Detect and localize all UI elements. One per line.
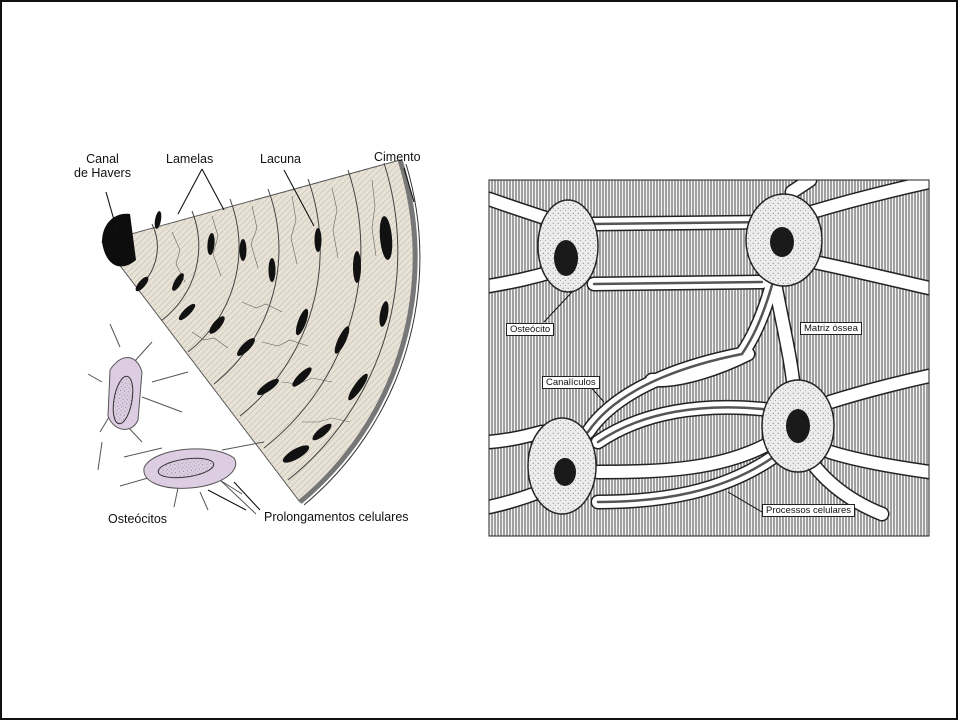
- label-osteocito: Osteócito: [506, 323, 554, 336]
- matrix-osteocyte-1: [538, 200, 598, 292]
- matrix-osteocyte-4: [762, 380, 834, 472]
- nucleus-4: [786, 409, 810, 443]
- label-processos-celulares: Processos celulares: [762, 504, 855, 517]
- nucleus-2: [770, 227, 794, 257]
- nucleus-1: [554, 240, 578, 276]
- nucleus-3: [554, 458, 576, 486]
- label-canaliculos: Canalículos: [542, 376, 600, 389]
- matrix-osteocyte-2: [746, 194, 822, 286]
- label-matriz-ossea: Matriz óssea: [800, 322, 862, 335]
- matrix-osteocyte-3: [528, 418, 596, 514]
